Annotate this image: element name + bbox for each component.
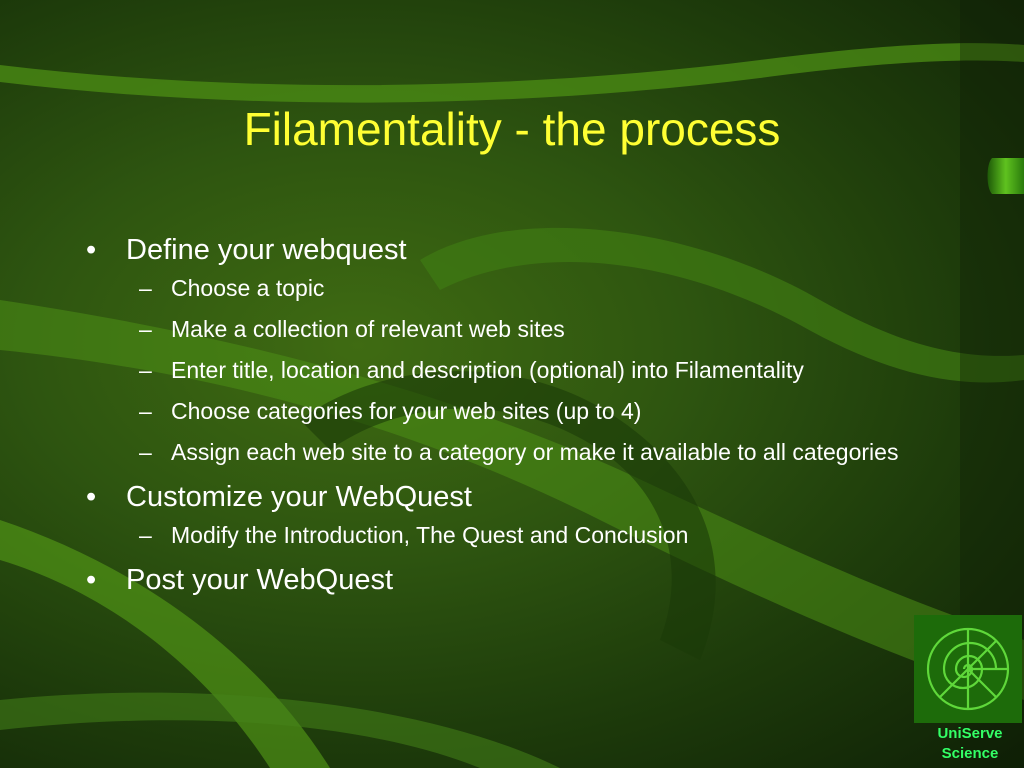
bullet-item: • Define your webquest – Choose a topic … <box>86 230 966 469</box>
sub-item: – Choose categories for your web sites (… <box>126 395 966 428</box>
uniserve-logo <box>914 615 1022 723</box>
sub-item-text: Make a collection of relevant web sites <box>171 316 565 342</box>
sub-item: – Enter title, location and description … <box>126 354 966 387</box>
bullet-marker: • <box>86 481 97 513</box>
sub-item: – Modify the Introduction, The Quest and… <box>126 519 966 552</box>
dash-marker: – <box>139 522 152 548</box>
bullet-list: • Define your webquest – Choose a topic … <box>86 228 966 600</box>
dash-marker: – <box>139 439 152 465</box>
dash-marker: – <box>139 398 152 424</box>
bullet-item: • Customize your WebQuest – Modify the I… <box>86 477 966 552</box>
nautilus-shell-icon <box>926 627 1010 711</box>
sub-list: – Choose a topic – Make a collection of … <box>126 272 966 469</box>
bullet-text: Define your webquest <box>126 234 407 266</box>
bullet-text: Post your WebQuest <box>126 564 394 596</box>
bullet-marker: • <box>86 564 97 596</box>
logo-line-1: UniServe <box>937 725 1003 742</box>
sub-item: – Assign each web site to a category or … <box>126 436 966 469</box>
sub-item: – Make a collection of relevant web site… <box>126 313 966 346</box>
dash-marker: – <box>139 357 152 383</box>
edge-tab-decoration <box>987 158 1024 194</box>
sub-item: – Choose a topic <box>126 272 966 305</box>
sub-item-text: Enter title, location and description (o… <box>171 357 804 383</box>
sub-list: – Modify the Introduction, The Quest and… <box>126 519 966 552</box>
sub-item-text: Choose a topic <box>171 275 325 301</box>
bullet-item: • Post your WebQuest <box>86 560 966 600</box>
logo-caption: UniServe Science <box>920 724 1020 764</box>
sub-item-text: Choose categories for your web sites (up… <box>171 398 642 424</box>
logo-line-2: Science <box>941 745 999 762</box>
bullet-text: Customize your WebQuest <box>126 481 472 513</box>
slide-title: Filamentality - the process <box>243 103 781 155</box>
bullet-marker: • <box>86 234 97 266</box>
dash-marker: – <box>139 316 152 342</box>
sub-item-text: Assign each web site to a category or ma… <box>171 439 899 465</box>
sub-item-text: Modify the Introduction, The Quest and C… <box>171 522 689 548</box>
dash-marker: – <box>139 275 152 301</box>
